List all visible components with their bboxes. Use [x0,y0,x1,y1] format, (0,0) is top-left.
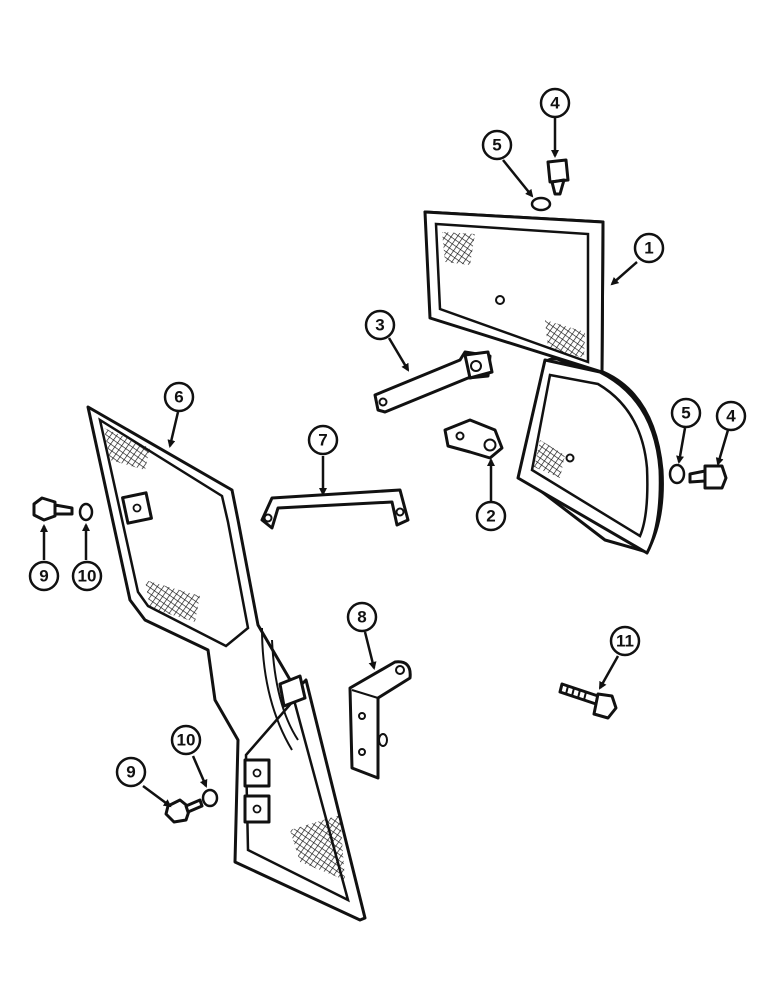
part-6-lower-shield [86,405,367,922]
callout-3: 3 [364,309,396,341]
part-11-long-bolt [558,682,618,720]
callout-4-top: 4 [539,87,571,119]
leader-3 [387,337,410,372]
svg-text:8: 8 [357,608,366,627]
part-7-strap [260,488,410,530]
leader-6 [167,411,180,448]
svg-text:4: 4 [550,94,560,113]
leader-4b [715,429,730,466]
leader-11 [598,655,620,690]
svg-text:1: 1 [644,239,653,258]
callout-11: 11 [609,625,641,657]
part-8-angle-bracket [348,660,412,780]
part-5-washer-top [530,196,552,212]
part-9-bolt-bottom [164,798,204,824]
leader-1 [610,261,638,286]
leader-10b [191,755,208,788]
svg-text:6: 6 [174,388,183,407]
part-5-washer-right [668,463,686,485]
part-10-washer-left [78,502,94,522]
callout-9-left: 9 [28,560,60,592]
part-2-clip [443,418,504,460]
svg-text:3: 3 [375,316,384,335]
part-4-bolt-right [688,464,728,490]
svg-text:11: 11 [616,632,634,651]
callout-10-bottom: 10 [170,724,202,756]
leader-9b [142,784,172,808]
svg-text:5: 5 [681,404,690,423]
callout-5-top: 5 [481,129,513,161]
leader-5a [502,159,534,198]
svg-text:9: 9 [126,763,135,782]
leader-lines [40,118,730,808]
svg-text:5: 5 [492,136,501,155]
callout-8: 8 [346,601,378,633]
callout-6: 6 [163,381,195,413]
callout-9-bottom: 9 [115,756,147,788]
svg-text:10: 10 [78,567,97,586]
callout-7: 7 [307,424,339,456]
part-4-bolt-top [546,158,570,196]
leader-8 [363,631,377,670]
callout-1: 1 [633,232,665,264]
svg-text:4: 4 [726,407,736,426]
callout-5-right: 5 [670,397,702,429]
callout-10-left: 10 [71,560,103,592]
svg-text:9: 9 [39,567,48,586]
part-3-bracket [373,350,494,414]
callout-2: 2 [475,500,507,532]
part-9-bolt-left [32,496,74,522]
svg-text:10: 10 [177,731,196,750]
part-1-upper-shield [423,210,664,555]
callout-4-right: 4 [715,400,747,432]
svg-text:2: 2 [486,507,495,526]
part-10-washer-bottom [201,788,219,808]
svg-text:7: 7 [318,431,327,450]
leader-5b [676,427,687,464]
